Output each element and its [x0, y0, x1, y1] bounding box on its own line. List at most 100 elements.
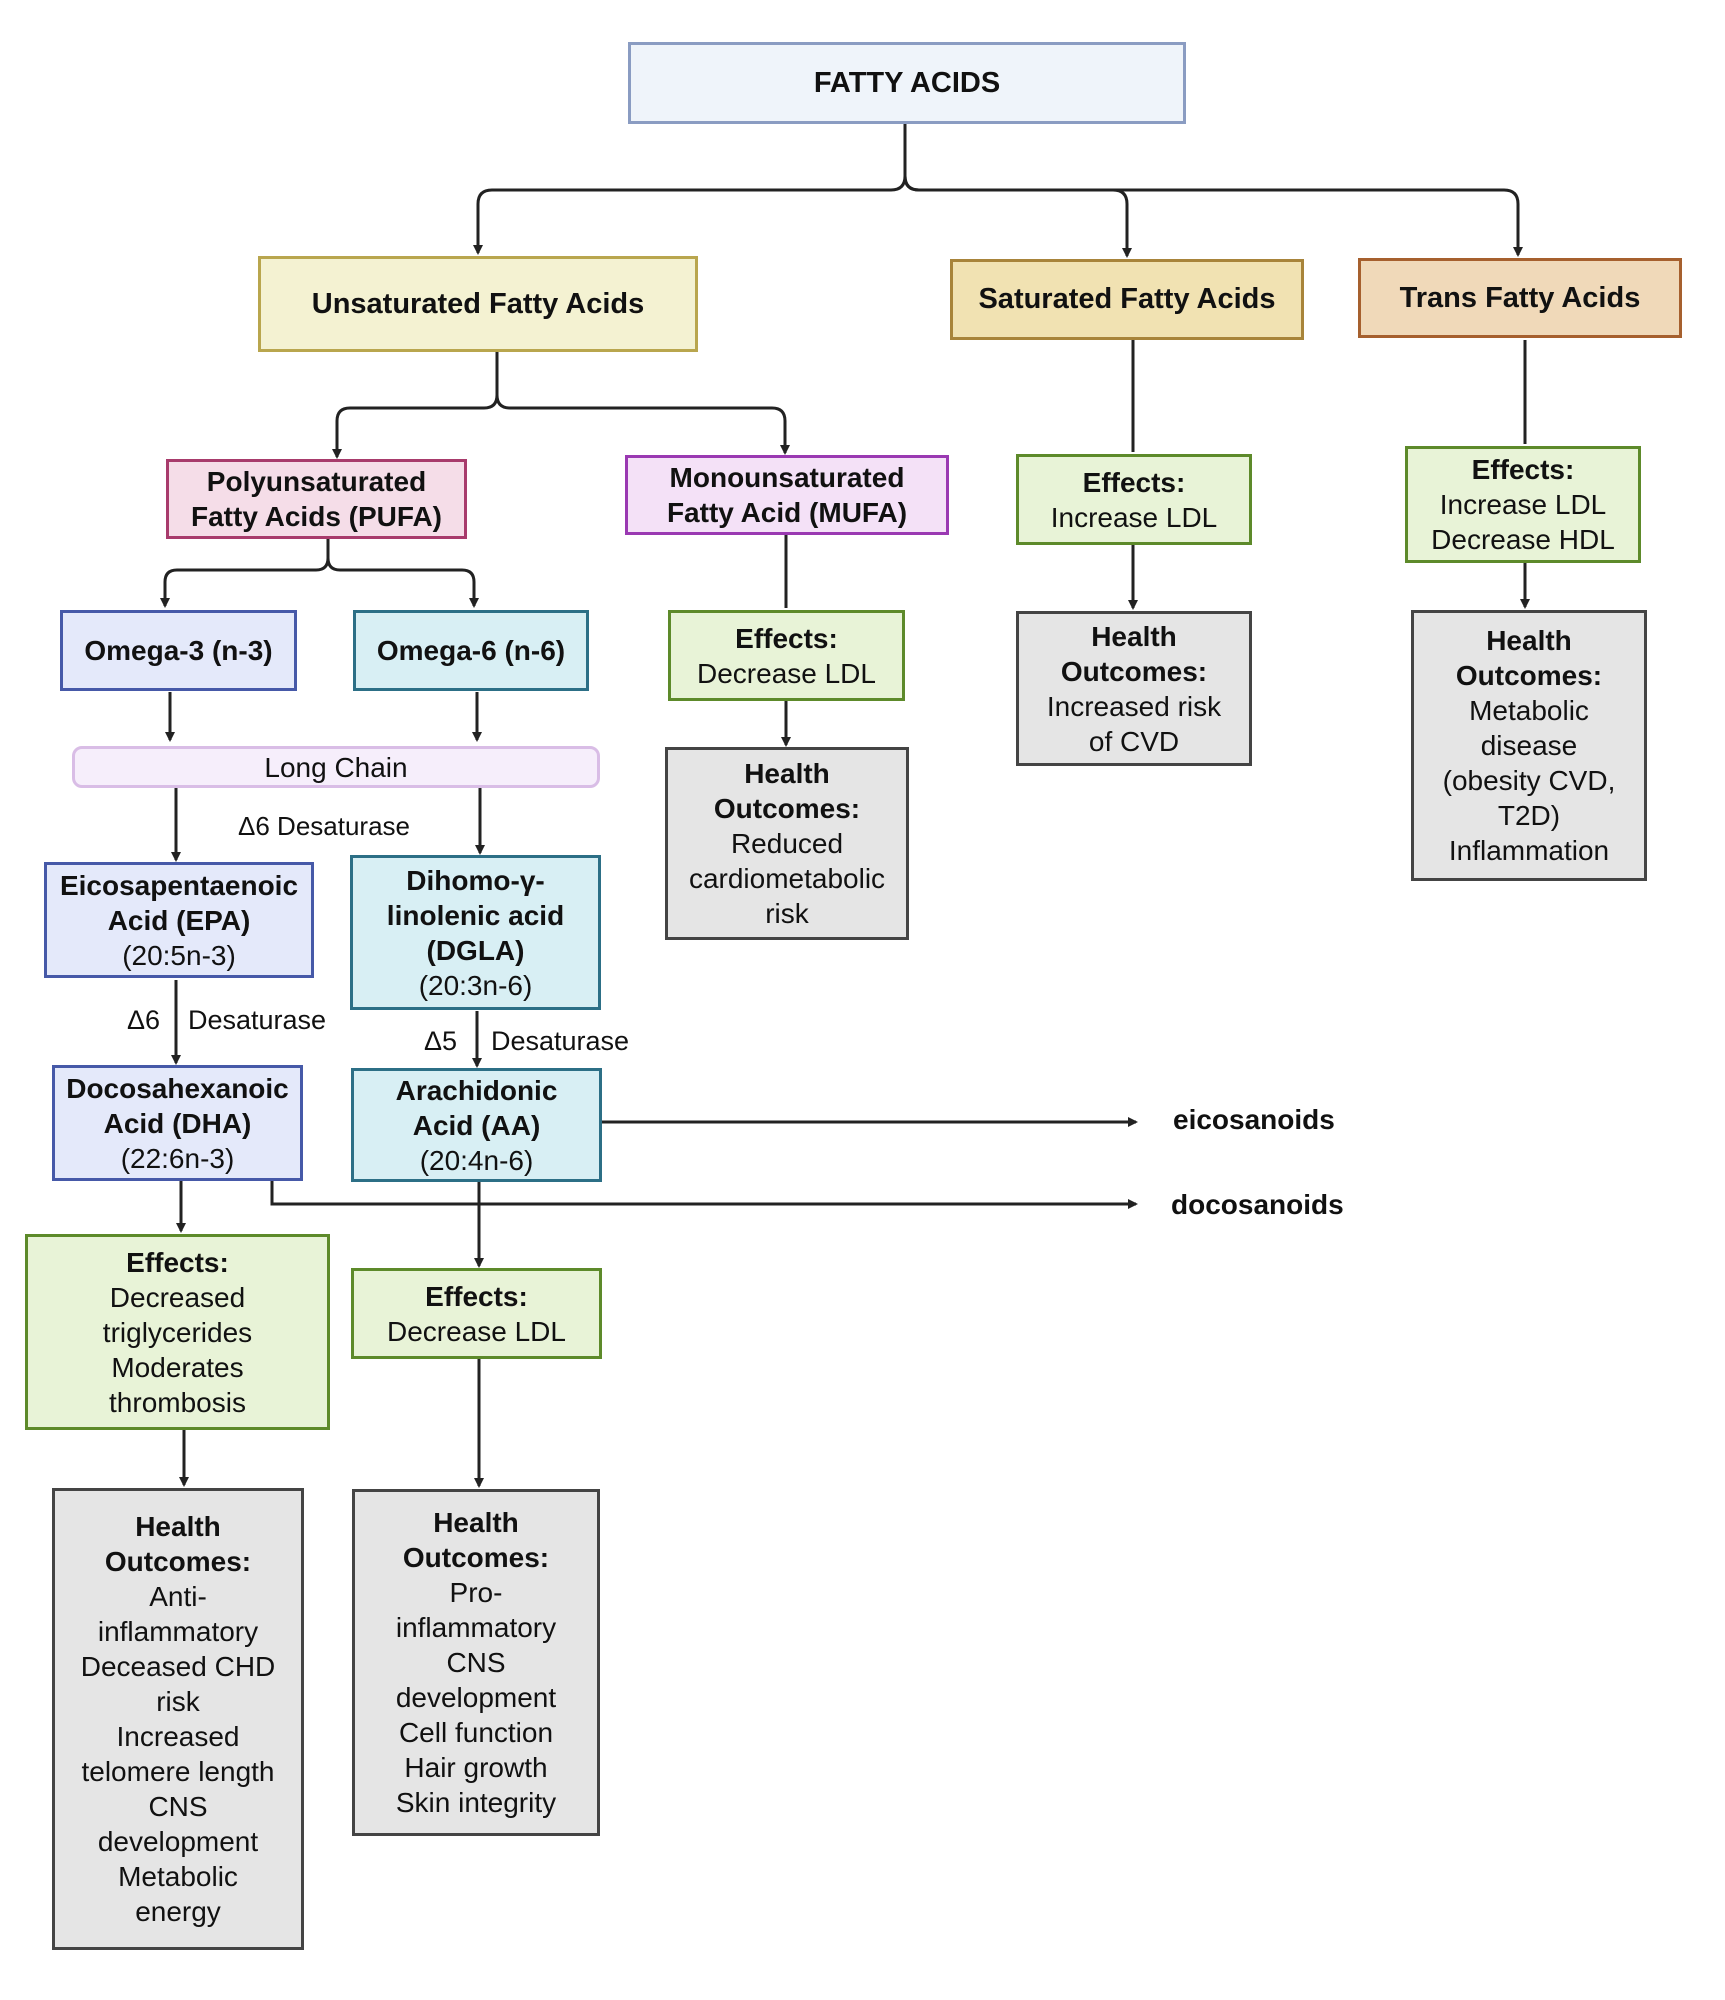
mufa-line-2: Fatty Acid (MUFA)	[666, 497, 908, 528]
omega3-health-node: Health Outcomes: Anti- inflammatory Dece…	[52, 1488, 304, 1950]
epa-node: Eicosapentaenoic Acid (EPA) (20:5n-3)	[44, 862, 314, 978]
effects-heading: Effects:	[735, 622, 838, 654]
health-heading-2: Outcomes:	[713, 793, 861, 824]
long-chain-node: Long Chain	[72, 746, 600, 788]
omega6-health-node: Health Outcomes: Pro- inflammatory CNS d…	[352, 1489, 600, 1836]
health-line: Cell function	[398, 1717, 554, 1748]
mufa-line-1: Monounsaturated	[669, 462, 905, 493]
dgla-node: Dihomo-γ- linolenic acid (DGLA) (20:3n-6…	[350, 855, 601, 1010]
health-heading-2: Outcomes:	[402, 1542, 550, 1573]
effect-line: triglycerides	[102, 1316, 253, 1348]
health-heading-1: Health	[433, 1507, 519, 1538]
mufa-effects-node: Effects: Decrease LDL	[668, 610, 905, 701]
omega-6-label: Omega-6 (n-6)	[376, 635, 566, 666]
docosanoids-label: docosanoids	[1171, 1189, 1344, 1220]
effect-line: Decrease LDL	[387, 1315, 566, 1347]
aa-line-2: Acid (AA)	[412, 1109, 541, 1141]
dha-formula: (22:6n-3)	[120, 1142, 235, 1174]
health-heading-1: Health	[744, 758, 830, 789]
trans-health-node: Health Outcomes: Metabolic disease (obes…	[1411, 610, 1647, 881]
health-line: disease	[1480, 730, 1578, 761]
pufa-line-1: Polyunsaturated	[206, 466, 427, 497]
eicosanoids-label: eicosanoids	[1173, 1104, 1335, 1135]
delta5-symbol: Δ5	[424, 1026, 458, 1056]
delta6-desaturase-label-top: Δ6 Desaturase	[238, 811, 411, 841]
health-line: Deceased CHD	[80, 1651, 276, 1682]
health-heading-2: Outcomes:	[1060, 655, 1208, 687]
health-line: inflammatory	[395, 1612, 557, 1643]
health-line: energy	[135, 1896, 221, 1927]
aa-line-1: Arachidonic	[395, 1074, 558, 1106]
dha-line-1: Docosahexanoic	[66, 1072, 289, 1104]
health-line: CNS	[446, 1647, 506, 1678]
omega-3-label: Omega-3 (n-3)	[84, 635, 273, 666]
delta6-desaturase-epa: Desaturase	[188, 1005, 327, 1035]
saturated-label: Saturated Fatty Acids	[978, 283, 1276, 316]
health-line: risk	[156, 1686, 200, 1717]
omega6-effects-node: Effects: Decrease LDL	[351, 1268, 602, 1359]
health-line: Pro-	[449, 1577, 503, 1608]
effect-line: thrombosis	[109, 1386, 246, 1418]
health-line: T2D)	[1497, 800, 1561, 831]
effects-heading: Effects:	[1082, 466, 1186, 498]
mufa-health-node: Health Outcomes: Reduced cardiometabolic…	[665, 747, 909, 940]
epa-formula: (20:5n-3)	[122, 939, 236, 971]
health-line: Increased	[116, 1721, 240, 1752]
effects-heading: Effects:	[425, 1280, 528, 1312]
dha-node: Docosahexanoic Acid (DHA) (22:6n-3)	[52, 1065, 303, 1181]
effect-line: Increase LDL	[1050, 501, 1218, 533]
health-line: Hair growth	[404, 1752, 548, 1783]
health-line: cardiometabolic	[688, 863, 886, 894]
health-line: development	[395, 1682, 557, 1713]
unsaturated-label: Unsaturated Fatty Acids	[311, 287, 645, 320]
unsaturated-fatty-acids-node: Unsaturated Fatty Acids	[258, 256, 698, 352]
health-heading-2: Outcomes:	[1455, 660, 1603, 691]
omega3-effects-node: Effects: Decreased triglycerides Moderat…	[25, 1234, 330, 1430]
effect-line: Decreased	[109, 1281, 246, 1313]
pufa-line-2: Fatty Acids (PUFA)	[191, 501, 442, 532]
omega-3-node: Omega-3 (n-3)	[60, 610, 297, 691]
effect-line: Moderates	[111, 1351, 244, 1383]
health-heading-1: Health	[1091, 620, 1177, 652]
health-heading-1: Health	[135, 1511, 221, 1542]
health-line: telomere length	[81, 1756, 275, 1787]
health-line: Metabolic	[118, 1861, 238, 1892]
dgla-line-3: (DGLA)	[426, 934, 525, 966]
dgla-line-2: linolenic acid	[386, 899, 565, 931]
effects-heading: Effects:	[126, 1246, 229, 1278]
aa-formula: (20:4n-6)	[419, 1144, 534, 1176]
effect-line: Decrease HDL	[1431, 524, 1615, 555]
mufa-node: Monounsaturated Fatty Acid (MUFA)	[625, 455, 949, 535]
trans-effects-node: Effects: Increase LDL Decrease HDL	[1405, 446, 1641, 563]
health-line: Skin integrity	[395, 1787, 557, 1818]
health-line: Inflammation	[1448, 835, 1610, 866]
effects-heading: Effects:	[1471, 454, 1575, 485]
health-line: (obesity CVD,	[1442, 765, 1616, 796]
aa-node: Arachidonic Acid (AA) (20:4n-6)	[351, 1068, 602, 1182]
fatty-acids-node: FATTY ACIDS	[628, 42, 1186, 124]
health-line: of CVD	[1088, 725, 1180, 757]
effect-line: Increase LDL	[1439, 489, 1607, 520]
effect-line: Decrease LDL	[697, 657, 876, 689]
trans-label: Trans Fatty Acids	[1399, 281, 1641, 314]
health-line: inflammatory	[97, 1616, 259, 1647]
health-line: Increased risk	[1046, 690, 1222, 722]
omega-6-node: Omega-6 (n-6)	[353, 610, 589, 691]
health-line: Anti-	[149, 1581, 207, 1612]
health-line: risk	[765, 898, 809, 929]
delta6-symbol-epa: Δ6	[127, 1005, 161, 1035]
health-line: Reduced	[730, 828, 844, 859]
saturated-health-node: Health Outcomes: Increased risk of CVD	[1016, 611, 1252, 766]
saturated-effects-node: Effects: Increase LDL	[1016, 454, 1252, 545]
delta5-desaturase: Desaturase	[491, 1026, 630, 1056]
saturated-fatty-acids-node: Saturated Fatty Acids	[950, 259, 1304, 340]
long-chain-label: Long Chain	[264, 751, 408, 783]
health-line: Metabolic	[1469, 695, 1589, 726]
health-heading-2: Outcomes:	[104, 1546, 252, 1577]
pufa-node: Polyunsaturated Fatty Acids (PUFA)	[166, 459, 467, 539]
dha-line-2: Acid (DHA)	[103, 1107, 252, 1139]
fatty-acids-label: FATTY ACIDS	[813, 66, 1001, 99]
health-line: development	[97, 1826, 259, 1857]
epa-line-2: Acid (EPA)	[107, 904, 251, 936]
